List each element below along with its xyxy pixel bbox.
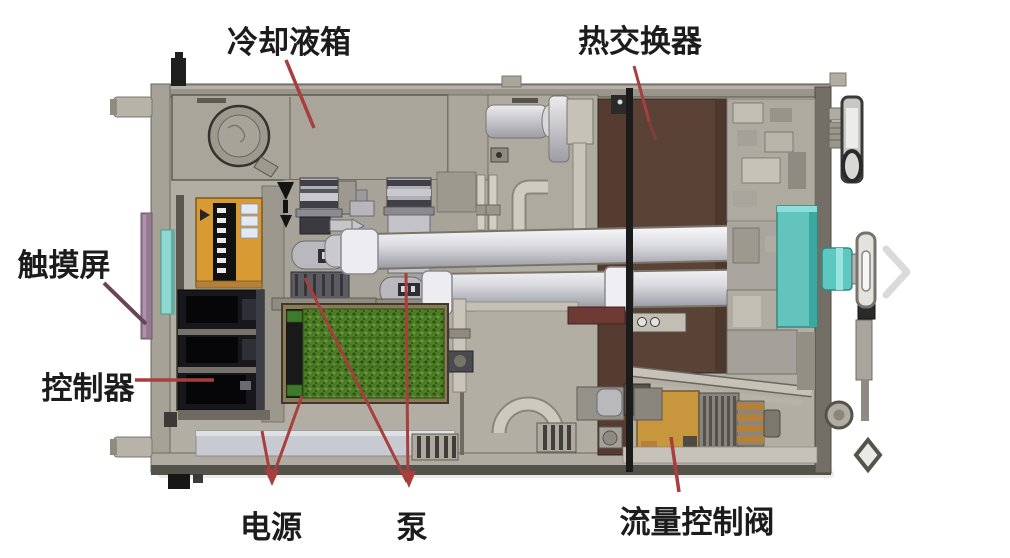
label-touch-screen: 触摸屏	[18, 248, 111, 284]
left-mount-stub-bottom	[113, 436, 153, 458]
drip-funnel	[277, 182, 294, 200]
duct-vertical	[548, 95, 570, 163]
plumbing-fittings-upper	[473, 94, 599, 236]
foot	[168, 474, 190, 489]
label-controller: 控制器	[42, 371, 136, 407]
power-supply-board	[281, 303, 449, 404]
leader-pump-2	[404, 272, 410, 483]
leader-touch-screen	[102, 281, 148, 326]
label-power: 电源	[240, 510, 302, 546]
leader-power-1	[270, 395, 304, 480]
callout-labels: 冷却液箱 热交换器 触摸屏 控制器 电源 泵 流量控制阀	[18, 24, 775, 546]
label-pump: 泵	[397, 510, 428, 546]
leader-coolant-tank	[284, 59, 316, 129]
next-chevron-icon[interactable]	[882, 245, 911, 299]
label-heat-exchanger: 热交换器	[578, 24, 703, 60]
leader-lines	[102, 59, 681, 493]
mounting-bars	[567, 306, 813, 406]
leader-pump-arrow	[401, 470, 416, 488]
leader-pump-1	[303, 277, 409, 483]
leader-heat-exchanger	[632, 65, 651, 122]
left-mount-stub-top	[113, 96, 153, 118]
controller-stack	[164, 195, 270, 427]
pipe-upper	[346, 225, 784, 269]
top-left-latch	[171, 58, 186, 86]
right-compartment	[726, 98, 818, 390]
touch-screen-strip	[140, 212, 175, 340]
handle-ring	[853, 436, 883, 474]
coolant-pipes	[324, 223, 784, 316]
label-coolant-tank: 冷却液箱	[227, 25, 351, 61]
u-bend-pipe	[493, 398, 563, 434]
frame-divider	[626, 88, 633, 472]
right-exterior-fittings	[821, 95, 883, 474]
leader-power-arrow	[264, 468, 279, 486]
label-flow-control-valve: 流量控制阀	[620, 505, 775, 541]
duct-horizontal	[485, 104, 549, 139]
leader-flow-valve	[669, 436, 681, 493]
coolant-tank	[171, 94, 489, 181]
